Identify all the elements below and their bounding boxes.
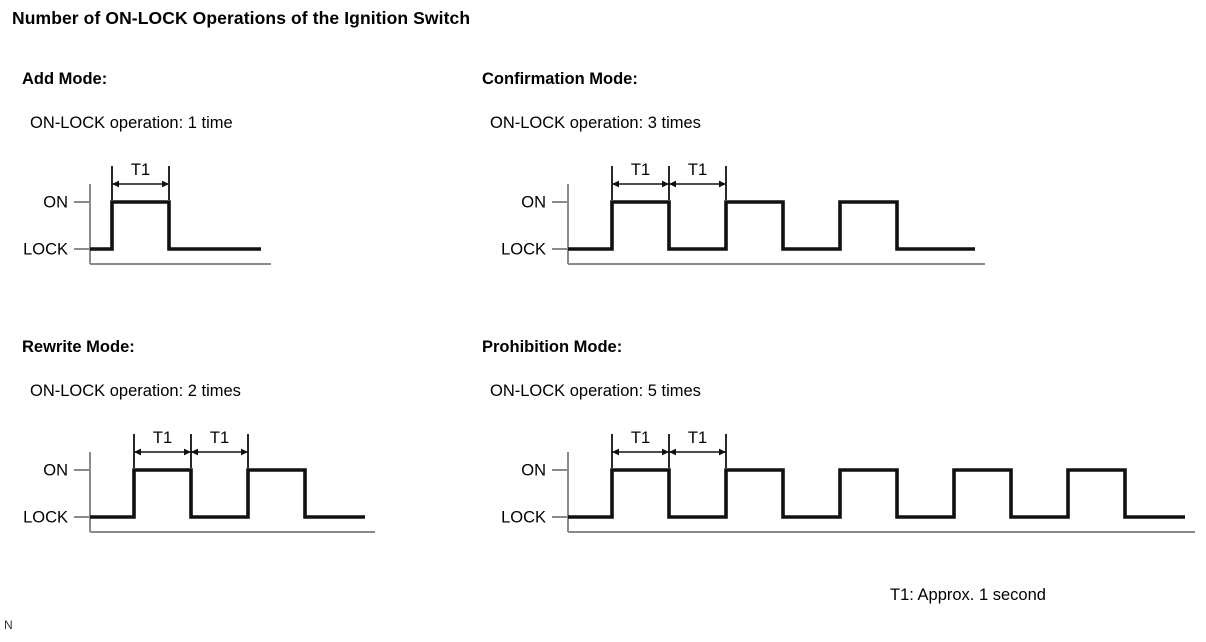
panel-subtitle-rewrite-mode: ON-LOCK operation: 2 times xyxy=(30,382,241,400)
dimension-arrow-left xyxy=(112,180,119,188)
dimension-label-t1: T1 xyxy=(631,429,650,447)
page-title: Number of ON-LOCK Operations of the Igni… xyxy=(12,8,471,28)
panel-subtitle-add-mode: ON-LOCK operation: 1 time xyxy=(30,114,233,132)
dimension-group-confirmation-mode: T1 T1 xyxy=(611,161,727,200)
dimension-label-t1: T1 xyxy=(688,161,707,179)
dimension-group-prohibition-mode: T1 T1 xyxy=(611,429,727,468)
axis-label-on: ON xyxy=(521,461,546,479)
panel-heading-rewrite-mode: Rewrite Mode: xyxy=(22,338,135,356)
waveform-confirmation-mode xyxy=(568,200,975,251)
dimension-arrow-left xyxy=(612,180,619,188)
axis-label-lock: LOCK xyxy=(501,240,546,258)
dimension-arrow-right xyxy=(662,448,669,456)
waveform-figure-prohibition-mode: ON LOCK T1 T1 xyxy=(482,412,1206,556)
waveform-figure-rewrite-mode: ON LOCK T1 T1 xyxy=(22,412,395,556)
waveform-figure-confirmation-mode: ON LOCK T1 T1 xyxy=(482,144,1005,288)
dimension-arrow-left xyxy=(669,448,676,456)
waveform-rewrite-mode xyxy=(90,468,365,519)
dimension-arrow-left xyxy=(669,180,676,188)
waveform-prohibition-mode xyxy=(568,468,1185,519)
dimension-arrow-left xyxy=(612,448,619,456)
dimension-arrow-left xyxy=(191,448,198,456)
dimension-label-t1: T1 xyxy=(631,161,650,179)
axis-label-lock: LOCK xyxy=(23,508,68,526)
t1-footnote: T1: Approx. 1 second xyxy=(890,586,1046,604)
axis-label-lock: LOCK xyxy=(23,240,68,258)
waveform-figure-add-mode: ON LOCK T1 xyxy=(22,144,291,288)
dimension-group-rewrite-mode: T1 T1 xyxy=(133,429,249,468)
dimension-arrow-right xyxy=(719,448,726,456)
dimension-label-t1: T1 xyxy=(688,429,707,447)
dimension-arrow-right xyxy=(162,180,169,188)
waveform-add-mode xyxy=(90,200,261,251)
panel-subtitle-confirmation-mode: ON-LOCK operation: 3 times xyxy=(490,114,701,132)
axis-label-lock: LOCK xyxy=(501,508,546,526)
dimension-arrow-right xyxy=(184,448,191,456)
panel-heading-add-mode: Add Mode: xyxy=(22,70,108,88)
dimension-arrow-right xyxy=(241,448,248,456)
dimension-arrow-left xyxy=(134,448,141,456)
axis-label-on: ON xyxy=(43,193,68,211)
axis-label-on: ON xyxy=(521,193,546,211)
dimension-label-t1: T1 xyxy=(131,161,150,179)
panel-heading-prohibition-mode: Prohibition Mode: xyxy=(482,338,623,356)
dimension-label-t1: T1 xyxy=(210,429,229,447)
dimension-group-add-mode: T1 xyxy=(111,161,170,200)
dimension-arrow-right xyxy=(719,180,726,188)
corner-mark: N xyxy=(4,618,13,632)
axis-label-on: ON xyxy=(43,461,68,479)
panel-heading-confirmation-mode: Confirmation Mode: xyxy=(482,70,638,88)
dimension-label-t1: T1 xyxy=(153,429,172,447)
panel-subtitle-prohibition-mode: ON-LOCK operation: 5 times xyxy=(490,382,701,400)
dimension-arrow-right xyxy=(662,180,669,188)
